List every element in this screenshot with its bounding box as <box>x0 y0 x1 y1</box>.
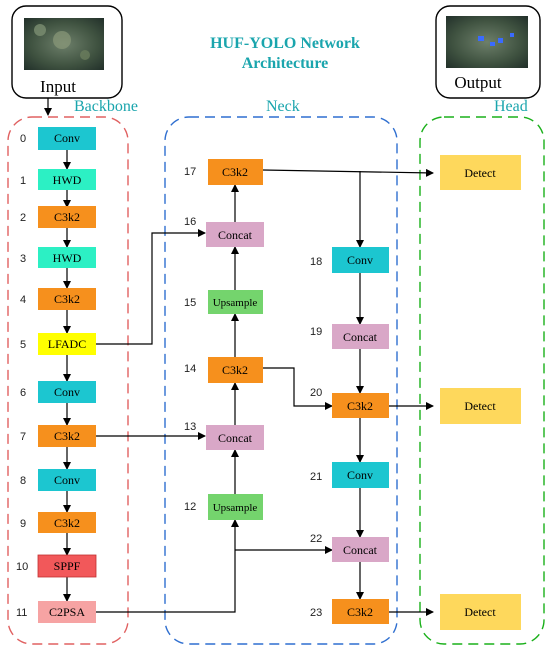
node-3-hwd: HWD <box>38 247 96 268</box>
node-9-c3k2: C3k2 <box>38 512 96 533</box>
index-23: 23 <box>310 607 322 619</box>
index-7: 7 <box>20 431 26 443</box>
index-12: 12 <box>184 501 196 513</box>
svg-text:Conv: Conv <box>54 131 80 145</box>
node-18-conv: Conv <box>332 247 389 273</box>
svg-text:C3k2: C3k2 <box>54 210 80 224</box>
node-22-concat: Concat <box>332 537 389 562</box>
index-14: 14 <box>184 363 196 375</box>
svg-text:C3k2: C3k2 <box>54 429 80 443</box>
detect-box-2: Detect <box>440 388 521 424</box>
input-label: Input <box>40 77 76 96</box>
svg-text:Detect: Detect <box>464 399 496 413</box>
svg-text:Conv: Conv <box>347 468 373 482</box>
node-12-upsample: Upsample <box>208 494 263 520</box>
svg-text:Upsample: Upsample <box>213 297 258 309</box>
index-19: 19 <box>310 326 322 338</box>
index-3: 3 <box>20 253 26 265</box>
node-19-concat: Concat <box>332 324 389 349</box>
svg-text:Concat: Concat <box>343 330 378 344</box>
title-line-1: HUF-YOLO Network <box>210 35 360 52</box>
index-22: 22 <box>310 533 322 545</box>
index-15: 15 <box>184 297 196 309</box>
svg-text:Concat: Concat <box>218 431 253 445</box>
node-21-conv: Conv <box>332 462 389 488</box>
node-1-hwd: HWD <box>38 169 96 190</box>
svg-text:Detect: Detect <box>464 605 496 619</box>
index-11: 11 <box>16 607 27 619</box>
index-8: 8 <box>20 475 26 487</box>
node-17-c3k2: C3k2 <box>208 159 263 185</box>
svg-text:C3k2: C3k2 <box>347 605 373 619</box>
svg-text:C3k2: C3k2 <box>54 516 80 530</box>
output-panel: Output <box>435 5 541 99</box>
node-5-lfadc: LFADC <box>38 333 96 355</box>
index-13: 13 <box>184 421 196 433</box>
svg-text:Upsample: Upsample <box>213 502 258 514</box>
index-20: 20 <box>310 387 322 399</box>
svg-text:HWD: HWD <box>53 173 82 187</box>
head-border <box>419 116 545 645</box>
svg-text:Detect: Detect <box>464 166 496 180</box>
svg-text:C3k2: C3k2 <box>347 399 373 413</box>
index-9: 9 <box>20 518 26 530</box>
neck-nodes: Upsample Concat C3k2 Upsample Concat C3k… <box>206 159 389 624</box>
title-line-2: Architecture <box>242 55 328 72</box>
index-21: 21 <box>310 471 322 483</box>
node-6-conv: Conv <box>38 381 96 403</box>
node-23-c3k2: C3k2 <box>332 599 389 624</box>
index-0: 0 <box>20 133 26 145</box>
node-8-conv: Conv <box>38 469 96 491</box>
node-indices: 0 1 2 3 4 5 6 7 8 9 10 11 12 13 14 15 16… <box>16 133 322 619</box>
detect-box-1: Detect <box>440 155 521 190</box>
edges <box>63 150 434 616</box>
node-10-sppf: SPPF <box>37 554 97 578</box>
node-16-concat: Concat <box>206 222 264 247</box>
output-label: Output <box>454 73 502 92</box>
svg-text:Concat: Concat <box>343 543 378 557</box>
svg-text:Conv: Conv <box>347 253 373 267</box>
neck-border <box>164 116 398 645</box>
svg-text:HWD: HWD <box>53 251 82 265</box>
svg-text:C3k2: C3k2 <box>222 165 248 179</box>
node-14-c3k2: C3k2 <box>208 357 263 383</box>
node-2-c3k2: C3k2 <box>38 206 96 228</box>
svg-text:Concat: Concat <box>218 228 253 242</box>
svg-text:C2PSA: C2PSA <box>49 605 85 619</box>
index-4: 4 <box>20 294 26 306</box>
index-2: 2 <box>20 212 26 224</box>
node-0-conv: Conv <box>38 127 96 150</box>
node-15-upsample: Upsample <box>208 290 263 314</box>
svg-text:LFADC: LFADC <box>48 337 86 351</box>
index-1: 1 <box>20 175 26 187</box>
input-panel: Input <box>11 5 123 99</box>
node-7-c3k2: C3k2 <box>38 425 96 447</box>
backbone-nodes: Conv HWD C3k2 HWD C3k2 LFADC Conv C3k2 <box>37 127 97 623</box>
head-label: Head <box>494 98 528 115</box>
index-6: 6 <box>20 387 26 399</box>
index-16: 16 <box>184 216 196 228</box>
index-18: 18 <box>310 256 322 268</box>
node-13-concat: Concat <box>206 425 264 450</box>
backbone-border <box>7 116 129 645</box>
backbone-label: Backbone <box>74 98 138 115</box>
node-4-c3k2: C3k2 <box>38 288 96 310</box>
svg-text:Conv: Conv <box>54 385 80 399</box>
index-10: 10 <box>16 561 28 573</box>
head-nodes: Detect Detect Detect <box>440 155 521 630</box>
svg-text:Conv: Conv <box>54 473 80 487</box>
neck-label: Neck <box>266 98 300 115</box>
detect-box-3: Detect <box>440 594 521 630</box>
node-11-c2psa: C2PSA <box>38 601 96 623</box>
node-20-c3k2: C3k2 <box>332 393 389 418</box>
index-17: 17 <box>184 166 196 178</box>
svg-text:C3k2: C3k2 <box>54 292 80 306</box>
svg-text:SPPF: SPPF <box>54 559 81 573</box>
index-5: 5 <box>20 339 26 351</box>
output-image <box>446 16 528 68</box>
svg-text:C3k2: C3k2 <box>222 363 248 377</box>
